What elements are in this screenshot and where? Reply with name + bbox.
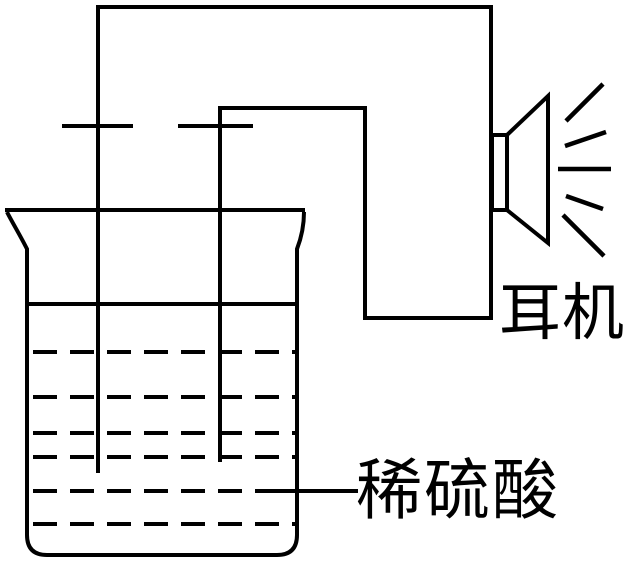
circuit-wire-and-electrodes <box>96 5 493 473</box>
acid-liquid-dashes <box>33 350 295 526</box>
earphone-speaker-icon <box>490 82 611 258</box>
sound-ray <box>561 213 606 258</box>
earphone-label: 耳机 <box>499 280 625 348</box>
sound-waves-icon <box>558 82 611 258</box>
speaker-driver-box <box>490 133 509 212</box>
dilute-sulfuric-acid-label: 稀硫酸 <box>356 455 560 528</box>
sound-ray <box>565 193 604 212</box>
sound-ray <box>564 129 607 149</box>
beaker-body-outline <box>5 211 306 557</box>
speaker-horn-cone <box>505 91 550 248</box>
sound-ray <box>564 82 605 123</box>
beaker-icon <box>5 208 358 557</box>
